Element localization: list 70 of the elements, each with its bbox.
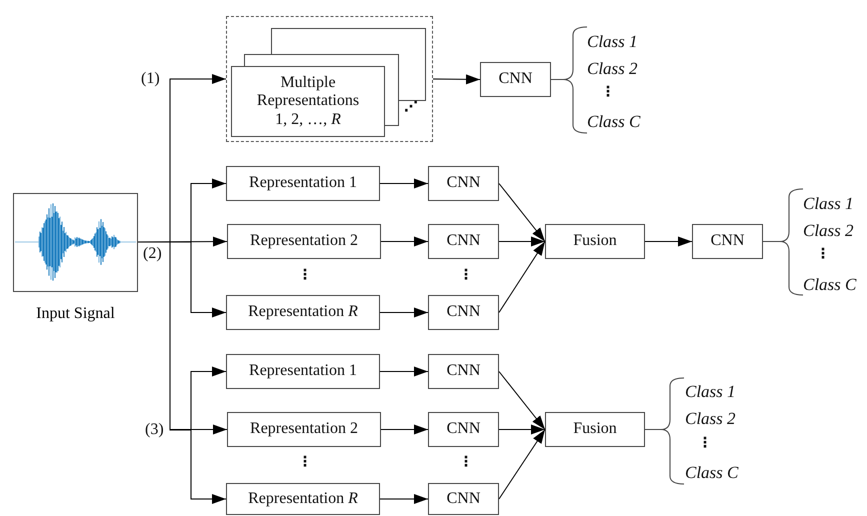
arrow [498, 429, 546, 500]
dashed-group-frame [226, 16, 433, 142]
node-label: CNN [446, 232, 480, 251]
process-box [226, 166, 380, 201]
process-box [692, 224, 763, 259]
arrow [380, 178, 428, 188]
process-box [545, 412, 645, 447]
arrow [644, 236, 692, 246]
process-box [226, 354, 380, 389]
arrow [432, 74, 480, 84]
node-label: CNN [446, 362, 480, 381]
node-label: CNN [446, 420, 480, 439]
node-label: CNN [498, 70, 532, 89]
process-box [428, 166, 499, 201]
class-name: Class 1 [685, 383, 736, 400]
path-number: (3) [145, 422, 164, 438]
ellipsis: ⋮ [298, 268, 312, 282]
path-number: (2) [143, 246, 162, 262]
node-label: Representation 1 [249, 174, 357, 193]
node-label: Representation 2 [250, 232, 358, 251]
node-label: CNN [446, 303, 480, 322]
ellipsis: ⋮ [601, 85, 615, 99]
process-box [428, 224, 499, 259]
process-box [428, 354, 499, 389]
node-label: Representation 1 [249, 362, 357, 381]
ellipsis: ⋮ [698, 436, 712, 450]
process-box [227, 224, 381, 259]
process-box [428, 295, 499, 330]
arrow [380, 366, 428, 376]
node-label: Input Signal [35, 305, 116, 323]
arrow [498, 424, 546, 434]
ellipsis: ⋮ [459, 455, 473, 469]
node-label: Representation 2 [250, 420, 358, 439]
node-label: Multiple Representations 1, 2, …, R [256, 74, 360, 130]
process-box [428, 483, 499, 515]
node-label: Representation R [248, 303, 358, 322]
node-label: CNN [710, 232, 744, 251]
class-name: Class 1 [587, 33, 638, 50]
arrow [380, 308, 428, 318]
node-label: Representation R [248, 490, 358, 508]
process-box [231, 66, 385, 137]
ellipsis: ⋮ [298, 455, 312, 469]
class-name: Class C [587, 113, 640, 130]
arrow [498, 183, 546, 242]
process-box [226, 483, 380, 515]
node-label: CNN [446, 174, 480, 193]
class-name: Class 1 [803, 195, 854, 212]
process-box [428, 412, 499, 447]
class-name: Class C [685, 464, 738, 481]
arrow [498, 371, 546, 430]
class-name: Class 2 [685, 410, 736, 427]
arrow [380, 494, 428, 504]
arrow [380, 236, 428, 246]
process-box [227, 412, 381, 447]
arrow [380, 424, 428, 434]
process-box [480, 62, 551, 97]
arrow [498, 241, 546, 313]
arrow [498, 236, 546, 246]
ellipsis: ⋮ [816, 247, 830, 261]
class-name: Class 2 [587, 60, 638, 77]
node-label: CNN [446, 490, 480, 508]
path-number: (1) [141, 71, 160, 87]
class-name: Class C [803, 276, 856, 293]
process-box [226, 295, 380, 330]
ellipsis: ⋰ [404, 100, 418, 114]
ellipsis: ⋮ [459, 268, 473, 282]
process-box [545, 224, 645, 259]
node-label: Fusion [573, 420, 617, 439]
class-name: Class 2 [803, 222, 854, 239]
node-label: Fusion [573, 232, 617, 251]
